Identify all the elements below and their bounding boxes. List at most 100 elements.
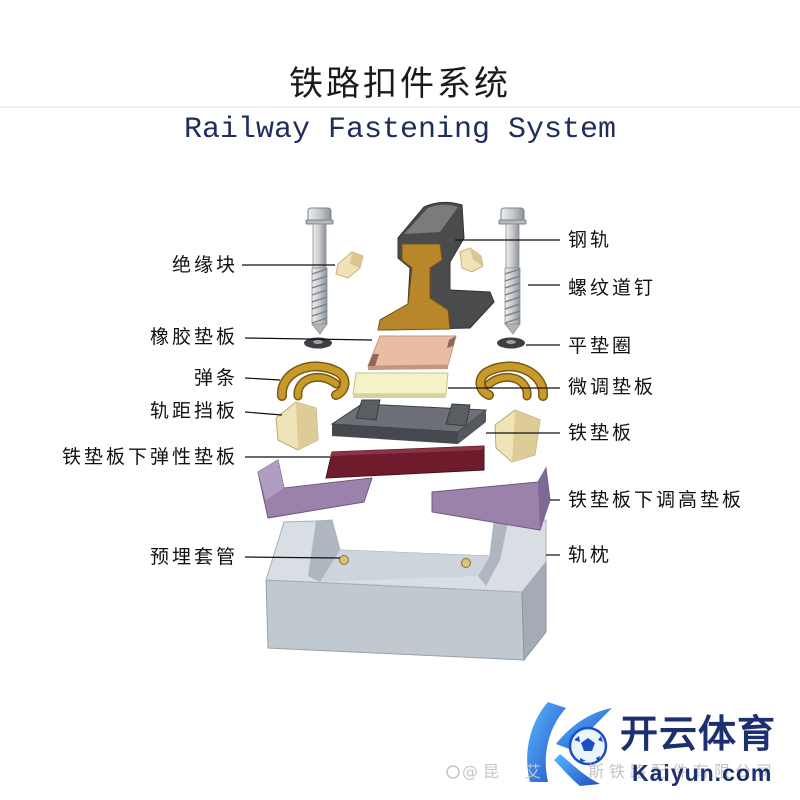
thread-line bbox=[504, 289, 521, 296]
rubber-pad bbox=[367, 335, 457, 370]
spring-clip-right-inner bbox=[486, 374, 531, 399]
label-height-adjust-pad: 铁垫板下调高垫板 bbox=[568, 489, 745, 511]
thread-line bbox=[311, 282, 328, 289]
label-insulating-block: 绝缘块 bbox=[171, 254, 238, 276]
rail-profile bbox=[377, 243, 451, 331]
insulating-block-right-shade bbox=[470, 248, 483, 266]
base-plate-shoulder-left bbox=[355, 399, 381, 421]
spike-right-thread-lines bbox=[504, 268, 521, 324]
leader-rubber-pad bbox=[244, 337, 373, 341]
sleeper-front-face bbox=[265, 579, 525, 661]
rubber-pad-tab-left bbox=[368, 354, 379, 366]
label-flat-washer: 平垫圈 bbox=[568, 335, 635, 357]
spike-left-tip bbox=[311, 323, 328, 335]
thread-line bbox=[311, 289, 328, 296]
thread-line bbox=[504, 303, 521, 310]
label-embedded-sleeve: 预埋套管 bbox=[149, 546, 238, 568]
iron-base-plate bbox=[330, 399, 488, 444]
sleeper-rail-seat bbox=[320, 550, 490, 582]
spike-left-thread-lines bbox=[311, 268, 328, 324]
diagram-title: 铁路扣件系统 bbox=[289, 64, 511, 104]
base-plate-side bbox=[458, 410, 486, 444]
spike-left-shank bbox=[312, 223, 327, 269]
label-elastic-pad-under-plate: 铁垫板下弹性垫板 bbox=[61, 446, 238, 468]
rubber-pad-edge bbox=[368, 365, 448, 370]
spring-clip-left-inner bbox=[294, 374, 339, 399]
spring-clip-right bbox=[475, 361, 548, 401]
thread-line bbox=[504, 282, 521, 289]
label-screw-spike: 螺纹道钉 bbox=[568, 277, 657, 299]
height-adjust-pad-right bbox=[431, 466, 551, 531]
rubber-pad-tab-right bbox=[447, 336, 456, 348]
spring-clip-left bbox=[277, 361, 350, 401]
logo-domain: Kaiyun.com bbox=[632, 760, 773, 786]
flat-washers bbox=[304, 337, 525, 349]
rail bbox=[377, 201, 495, 331]
thread-line bbox=[504, 268, 521, 275]
leader-embedded-sleeve bbox=[244, 556, 341, 559]
elastic-pad-under-plate bbox=[325, 445, 485, 479]
insulating-block-left-shade bbox=[350, 252, 363, 268]
flat-washer-right-hole bbox=[506, 340, 516, 344]
insulating-blocks bbox=[335, 247, 484, 279]
label-sleeper: 轨枕 bbox=[568, 544, 613, 566]
thread-line bbox=[311, 303, 328, 310]
watermark-icon bbox=[446, 765, 460, 779]
thread-line bbox=[311, 296, 328, 303]
thread-line bbox=[311, 268, 328, 275]
label-rail: 钢轨 bbox=[568, 229, 613, 251]
leader-gauge-baffle bbox=[244, 411, 283, 416]
label-gauge-baffle: 轨距挡板 bbox=[149, 400, 238, 422]
gauge-baffle-left-shade bbox=[296, 402, 318, 450]
logo-ball-patch bbox=[574, 736, 603, 762]
logo-k-lower-arm bbox=[554, 754, 600, 786]
label-rubber-pad: 橡胶垫板 bbox=[149, 326, 238, 348]
label-spring-clip: 弹条 bbox=[193, 367, 238, 389]
watermark-text: @昆 艾 斯铁路配件有限公司 bbox=[462, 762, 778, 781]
thread-line bbox=[311, 310, 328, 317]
flat-washer-left-hole bbox=[313, 340, 323, 344]
base-plate-shoulder-right bbox=[445, 403, 471, 427]
thread-line bbox=[311, 317, 328, 324]
fine-adjust-pad-edge bbox=[353, 394, 446, 398]
rubber-pad-body bbox=[367, 335, 457, 367]
embedded-sleeves bbox=[339, 555, 471, 568]
sleeper-right-shoulder-face bbox=[478, 522, 508, 586]
gauge-baffle-right-shade bbox=[512, 410, 540, 462]
diagram-subtitle: Railway Fastening System bbox=[183, 113, 617, 147]
sleeper-left-shoulder-face bbox=[308, 520, 340, 582]
spring-clip-left-loop bbox=[278, 362, 348, 400]
spike-right-tip bbox=[504, 323, 521, 335]
thread-line bbox=[311, 275, 328, 282]
logo-chinese-name: 开云体育 bbox=[620, 712, 777, 756]
spike-right-collar bbox=[498, 219, 527, 225]
base-plate-front bbox=[332, 424, 458, 444]
leader-lines bbox=[242, 239, 560, 559]
logo-ball-patch bbox=[581, 738, 595, 751]
embedded-sleeve-right bbox=[461, 558, 471, 568]
embedded-sleeve-left bbox=[339, 555, 349, 565]
thread-line bbox=[504, 275, 521, 282]
screw-spike-left bbox=[305, 207, 334, 335]
thread-line bbox=[504, 317, 521, 324]
gauge-baffles bbox=[275, 401, 541, 463]
logo-k-stem bbox=[527, 702, 566, 782]
thread-line bbox=[504, 310, 521, 317]
thread-line bbox=[504, 296, 521, 303]
fine-adjust-pad bbox=[352, 372, 449, 398]
sleeper bbox=[265, 519, 547, 662]
fine-adjust-pad-body bbox=[352, 372, 449, 395]
label-fine-adjust-pad: 微调垫板 bbox=[568, 376, 657, 398]
height-adjust-pads bbox=[257, 459, 551, 531]
kaiyun-logo-mark bbox=[527, 702, 612, 786]
rail-head-top bbox=[404, 204, 458, 234]
height-adjust-pad-left-lip bbox=[258, 460, 284, 500]
leader-spring-clip bbox=[244, 377, 281, 381]
label-iron-base-plate: 铁垫板 bbox=[568, 422, 635, 444]
spike-left-collar bbox=[305, 219, 334, 225]
elastic-pad-edge bbox=[330, 446, 484, 456]
spike-right-shank bbox=[505, 223, 520, 269]
height-adjust-pad-right-lip bbox=[538, 468, 550, 530]
screw-spike-right bbox=[498, 207, 527, 335]
